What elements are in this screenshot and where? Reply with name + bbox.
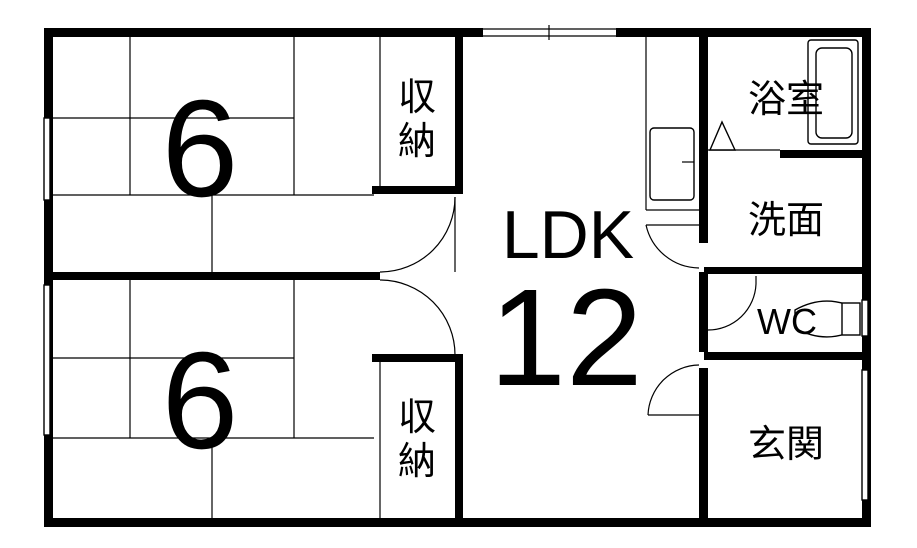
storage-lower-char2: 納 (398, 439, 436, 483)
toilet-fixture (794, 300, 861, 338)
toilet-label: WC (757, 301, 817, 342)
storage-upper-char2: 納 (398, 119, 436, 163)
storage-upper-char1: 収 (398, 75, 436, 119)
doors (379, 196, 757, 416)
bath-label: 浴室 (748, 77, 824, 121)
ldk-size: 12 (489, 261, 643, 415)
washitsu-lower-size: 6 (162, 324, 239, 478)
tatami-lines-upper (52, 36, 374, 272)
ldk-label: LDK (502, 197, 634, 273)
storage-lower-char1: 収 (398, 395, 436, 439)
storage-lower-label: 収 納 (398, 395, 436, 483)
interior-walls (44, 28, 871, 524)
storage-upper-label: 収 納 (398, 75, 436, 163)
entrance-label: 玄関 (748, 422, 824, 466)
top-window (483, 25, 616, 40)
washitsu-upper-size: 6 (162, 72, 239, 226)
bathtub (708, 39, 859, 151)
kitchen-counter (645, 37, 699, 211)
washroom-label: 洗面 (748, 198, 824, 242)
left-windows (43, 117, 869, 501)
tatami-lines-lower (52, 280, 374, 518)
